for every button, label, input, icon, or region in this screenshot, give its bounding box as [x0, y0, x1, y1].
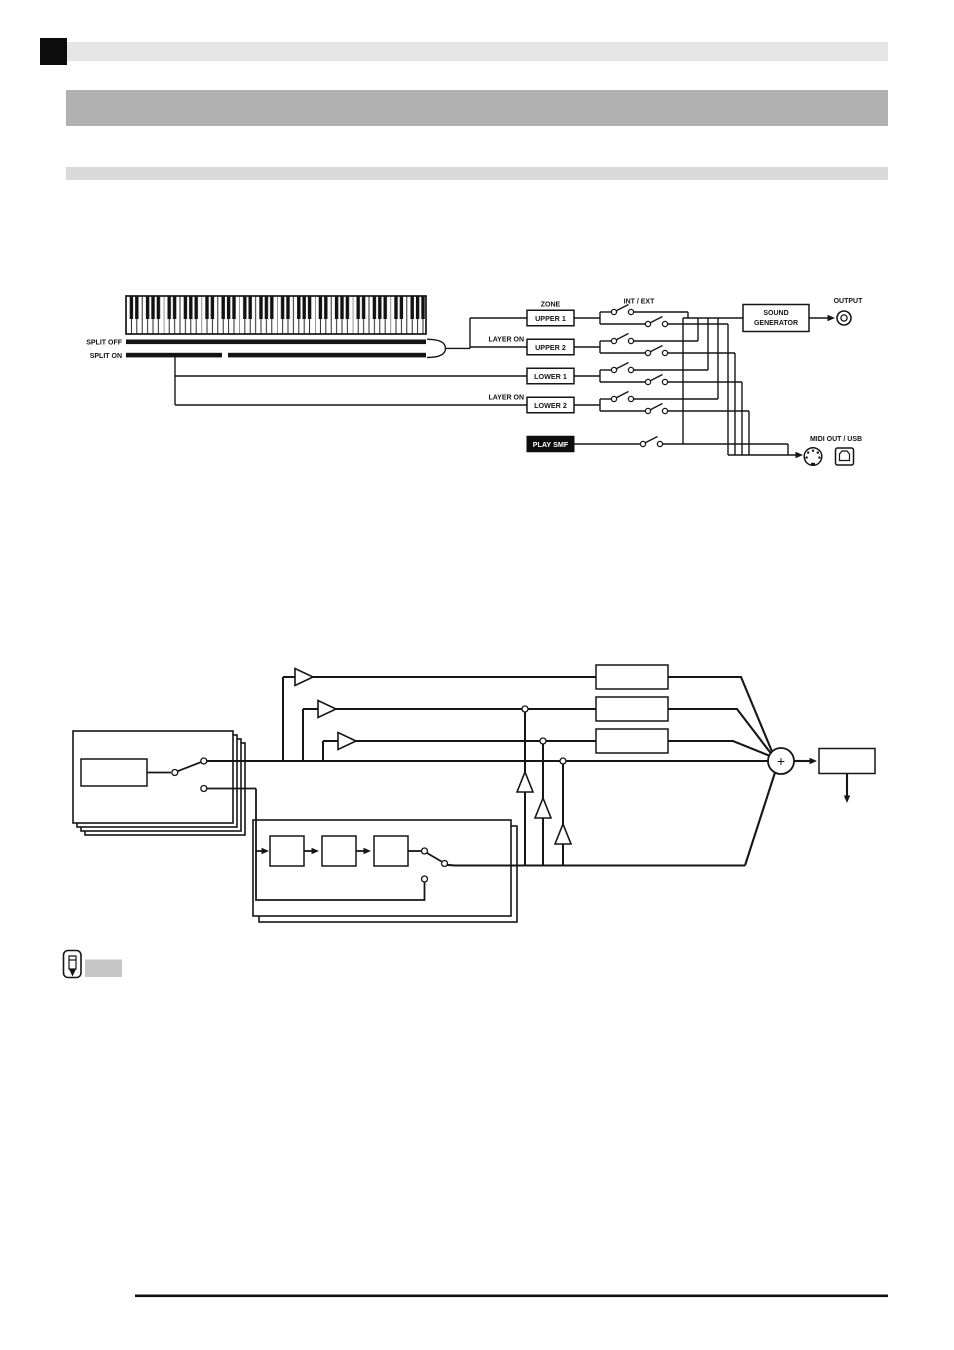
chapter-marker-square: [40, 38, 67, 65]
junction-node: [521, 705, 529, 713]
chapter-header-bar: [67, 42, 888, 61]
amp-triangle-icon: [317, 699, 338, 719]
dsp-chain: [206, 787, 449, 901]
int-ext-switch-row-lower1: [574, 318, 743, 455]
sum-node: +: [767, 747, 795, 775]
junction-node: [539, 737, 547, 745]
page-title-bar: [66, 90, 888, 126]
range-merge-cap: [426, 338, 447, 359]
output-down-arrowhead: [843, 795, 851, 803]
split-on-label: SPLIT ON: [90, 353, 122, 360]
svg-text:GENERATOR: GENERATOR: [754, 320, 798, 327]
svg-text:+: +: [777, 753, 785, 769]
svg-text:UPPER 2: UPPER 2: [535, 343, 566, 352]
zone-box-lower1: LOWER 1: [526, 367, 575, 385]
split-on-right-range-bar: [228, 352, 426, 358]
output-arrowhead: [827, 314, 835, 322]
svg-text:PLAY SMF: PLAY SMF: [533, 440, 569, 449]
split-on-left-range-bar: [126, 352, 222, 358]
output-jack-icon: [836, 310, 852, 326]
midi-din-icon: [803, 446, 823, 467]
keyboard-routing-diagram: SPLIT OFF SPLIT ON ZONE INT / EXT LAYER …: [86, 295, 864, 467]
int-ext-switch-row-lower2: [574, 318, 750, 455]
send-line-2: [303, 699, 596, 719]
note-pencil-frame: [62, 949, 82, 979]
int-ext-switch-row-upper2: [574, 318, 736, 455]
part-source-box: [80, 758, 148, 787]
layer-on-label-upper: LAYER ON: [488, 337, 524, 344]
zone-heading: ZONE: [541, 302, 561, 309]
dsp-module-3: [373, 835, 409, 867]
level-triangle-icon: [533, 795, 553, 819]
level-triangle-icon: [553, 821, 573, 845]
output-label: OUTPUT: [834, 298, 864, 305]
send-line-1: [283, 667, 596, 687]
dsp-module-1: [269, 835, 305, 867]
sound-generator-box: SOUND GENERATOR: [742, 303, 810, 333]
level-triangle-icon: [515, 769, 535, 793]
note-label-bar: [85, 959, 122, 977]
amp-triangle-icon: [294, 667, 315, 687]
midi-arrowhead: [795, 451, 803, 459]
svg-text:LOWER 1: LOWER 1: [534, 372, 567, 381]
send-riser-wires: [282, 677, 324, 761]
note-marker: [62, 949, 122, 979]
zone-box-lower2: LOWER 2: [526, 396, 575, 414]
svg-text:LOWER 2: LOWER 2: [534, 401, 567, 410]
effect-return-wires: [668, 675, 773, 757]
split-off-range-bar: [126, 339, 426, 345]
zone-box-play-smf: PLAY SMF: [526, 435, 575, 453]
mixer-output-box: [818, 747, 876, 775]
zone-box-upper2: UPPER 2: [526, 338, 575, 356]
dsp-bypass-wire: [255, 851, 426, 901]
dsp-output-switch: [420, 847, 449, 883]
dsp-return-bus: [447, 863, 745, 867]
int-ext-heading: INT / EXT: [624, 299, 655, 306]
mixer-flow-diagram: +: [72, 664, 876, 923]
svg-text:UPPER 1: UPPER 1: [535, 314, 566, 323]
piano-keyboard-graphic: [125, 295, 427, 335]
effect-box-1: [595, 664, 669, 690]
zone-distribution-wires: [174, 317, 527, 406]
part-dsp-switch: [147, 757, 208, 793]
note-pencil-icon: [68, 955, 77, 977]
usb-port-icon: [834, 447, 855, 466]
junction-node: [559, 757, 567, 765]
send-line-3: [323, 731, 596, 751]
amp-triangle-icon: [337, 731, 358, 751]
effect-box-3: [595, 728, 669, 754]
layer-on-label-lower: LAYER ON: [488, 395, 524, 402]
zone-box-upper1: UPPER 1: [526, 309, 575, 327]
effect-box-2: [595, 696, 669, 722]
dsp-module-2: [321, 835, 357, 867]
footer-rule: [135, 1294, 888, 1298]
midi-out-usb-label: MIDI OUT / USB: [810, 436, 862, 443]
section-heading-bar: [66, 167, 888, 180]
switch-row-play-smf: [574, 318, 789, 455]
split-off-label: SPLIT OFF: [86, 340, 123, 347]
dsp-return-diagonal: [744, 772, 776, 866]
svg-text:SOUND: SOUND: [763, 310, 788, 317]
mixer-output-arrowhead: [809, 757, 817, 765]
